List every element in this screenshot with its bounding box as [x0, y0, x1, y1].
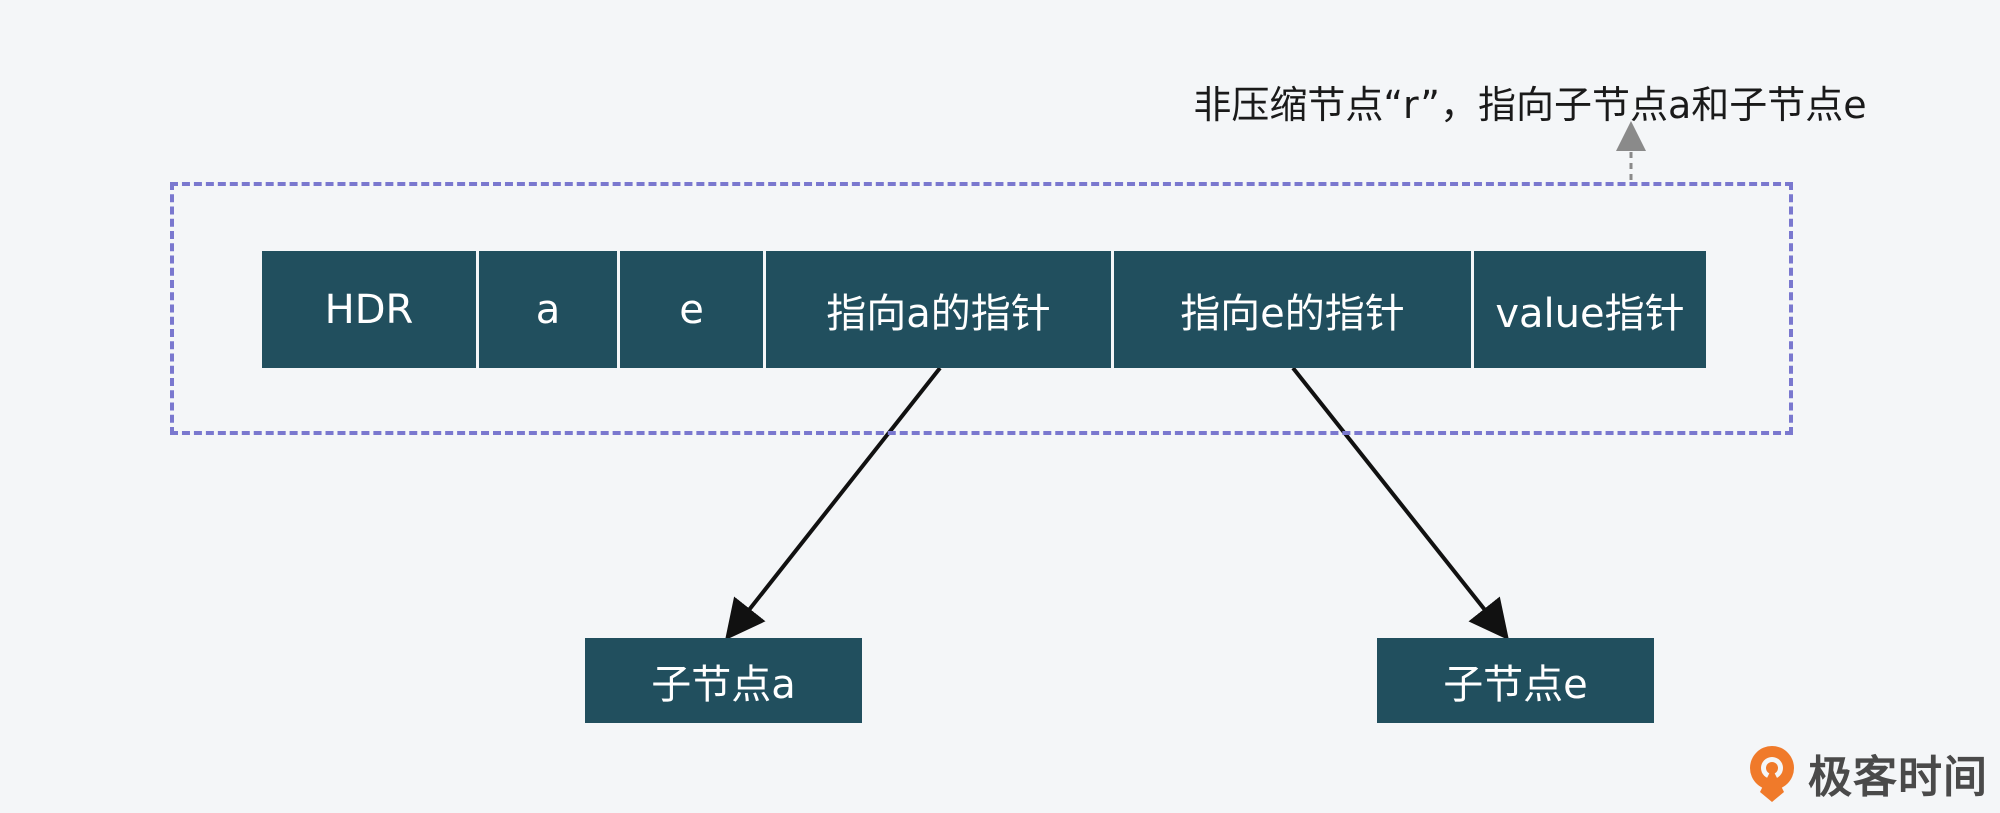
brand-name: 极客时间 [1808, 752, 1988, 803]
pointer-a-arrow [725, 366, 942, 641]
child-node-a: 子节点a [585, 638, 862, 723]
brand-watermark: 极客时间 [1744, 742, 1988, 804]
child-node-e: 子节点e [1377, 638, 1654, 723]
node-r-frame [170, 182, 1793, 435]
field-hdr: HDR [262, 251, 479, 368]
field-pointer-e: 指向e的指针 [1114, 251, 1474, 368]
field-key-a: a [479, 251, 620, 368]
pointer-e-arrow [1291, 366, 1509, 641]
field-pointer-a: 指向a的指针 [766, 251, 1114, 368]
node-r-fields: HDR a e 指向a的指针 指向e的指针 value指针 [262, 251, 1706, 368]
field-key-e: e [620, 251, 766, 368]
geektime-logo-icon [1750, 746, 1794, 802]
field-value-pointer: value指针 [1474, 251, 1706, 368]
node-annotation: 非压缩节点“r”，指向子节点a和子节点e [1193, 83, 1867, 127]
